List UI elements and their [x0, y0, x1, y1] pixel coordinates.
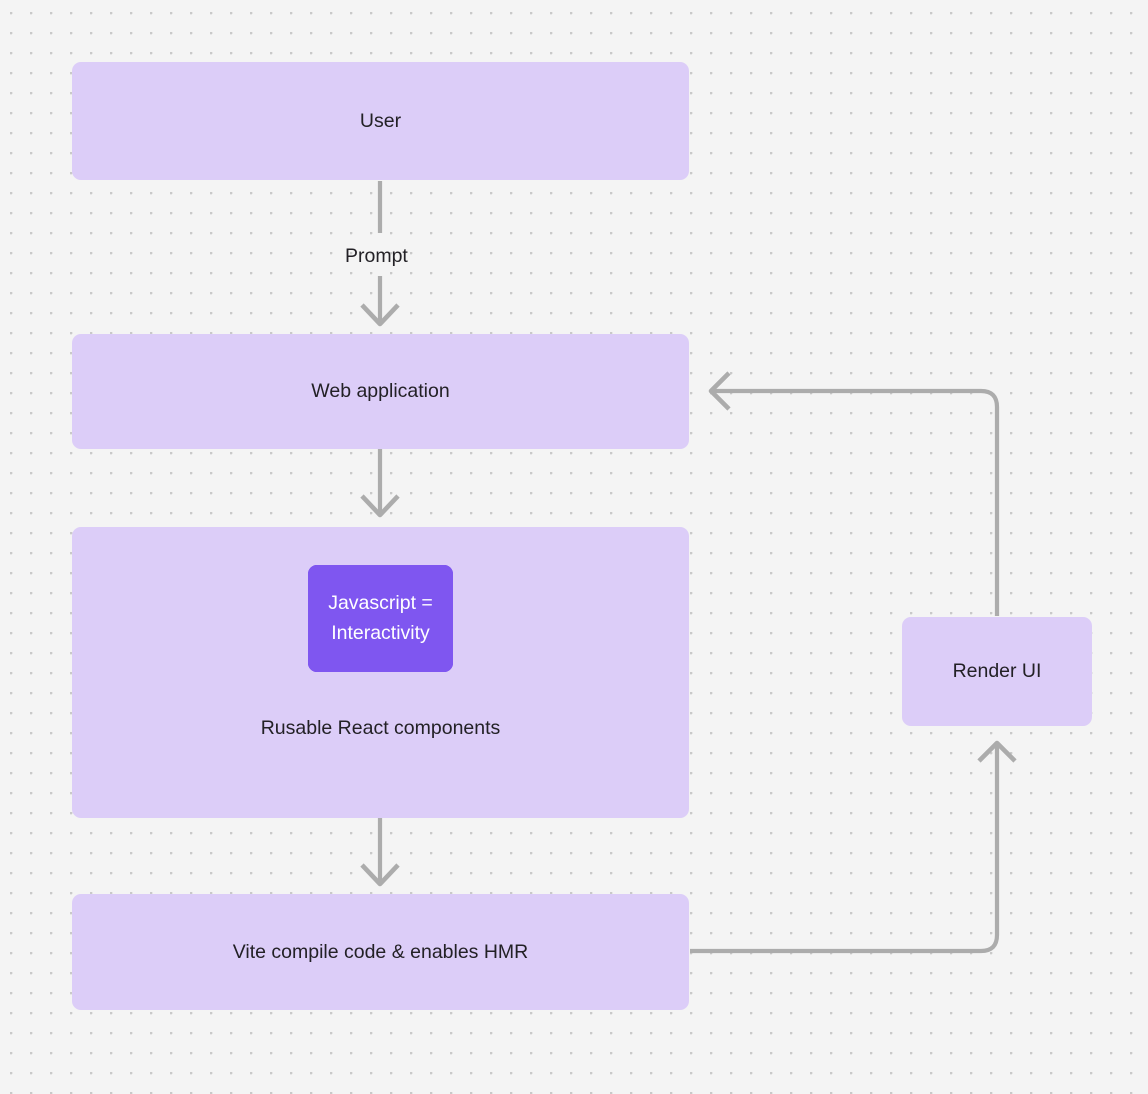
node-render-ui[interactable]: Render UI — [902, 617, 1092, 726]
component-chip-row: HTML = structure CSS = Styles & Layouts … — [72, 565, 689, 672]
edge-renderui-to-webapp — [713, 388, 1000, 616]
arrowhead-vite-top — [360, 863, 400, 887]
arrowhead-components-top — [360, 494, 400, 518]
edge-label-prompt: Prompt — [345, 245, 408, 267]
node-web-application-label: Web application — [311, 380, 450, 403]
arrowhead-webapp-right — [708, 371, 731, 411]
node-vite-compile-label: Vite compile code & enables HMR — [232, 940, 529, 963]
node-javascript-interactivity-label: Javascript = Interactivity — [328, 589, 433, 648]
node-javascript-interactivity-line2: Interactivity — [331, 621, 430, 644]
arrowhead-webapp-top — [360, 303, 400, 327]
edge-vite-to-renderui — [690, 745, 1000, 954]
node-web-application[interactable]: Web application — [72, 334, 689, 449]
node-render-ui-label: Render UI — [952, 660, 1042, 683]
node-user-label: User — [359, 109, 402, 132]
node-javascript-interactivity[interactable]: Javascript = Interactivity — [308, 565, 453, 672]
node-vite-compile[interactable]: Vite compile code & enables HMR — [72, 894, 689, 1010]
node-javascript-interactivity-line1: Javascript = — [328, 592, 433, 615]
arrowhead-renderui-bottom — [977, 740, 1017, 763]
node-user[interactable]: User — [72, 62, 689, 180]
node-components-caption: Rusable React components — [260, 717, 501, 739]
node-reusable-react-components[interactable]: HTML = structure CSS = Styles & Layouts … — [72, 527, 689, 818]
